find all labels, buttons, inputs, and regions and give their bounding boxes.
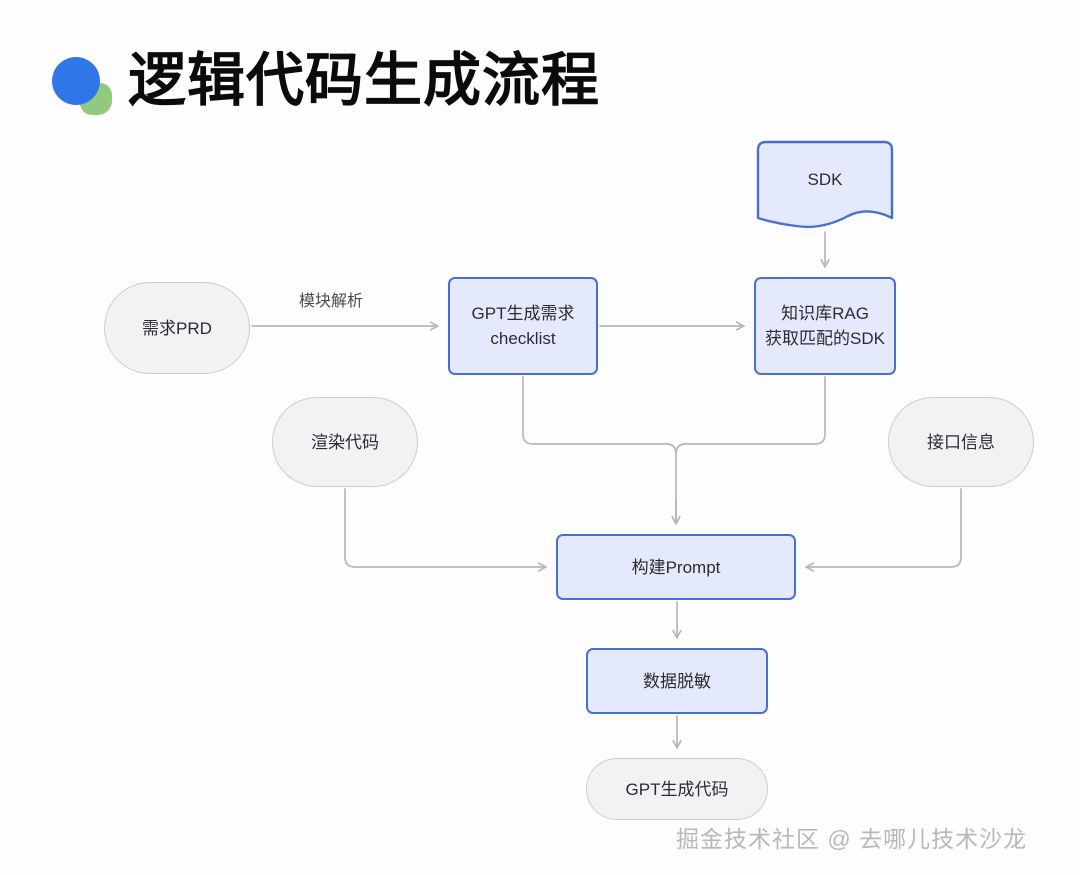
edge-render-to-prompt: [344, 488, 547, 572]
edge-api-to-prompt: [805, 488, 962, 572]
logo-blue-circle: [52, 57, 100, 105]
node-gpt-checklist-label: GPT生成需求 checklist: [471, 304, 575, 348]
watermark: 掘金技术社区 @ 去哪儿技术沙龙: [676, 826, 1028, 852]
node-build-prompt[interactable]: 构建Prompt: [556, 534, 796, 600]
slide-header: 逻辑代码生成流程: [0, 0, 1080, 140]
node-prd-label: 需求PRD: [142, 318, 212, 338]
node-gpt-checklist[interactable]: GPT生成需求 checklist: [448, 277, 598, 375]
node-gpt-generate-code[interactable]: GPT生成代码: [586, 758, 768, 820]
node-knowledge-rag[interactable]: 知识库RAG 获取匹配的SDK: [754, 277, 896, 375]
edge-checklist-to-prompt: [522, 376, 677, 525]
edge-label-module-parse: 模块解析: [299, 293, 364, 310]
node-data-desensitization-label: 数据脱敏: [643, 671, 711, 691]
node-api-info-label: 接口信息: [927, 432, 995, 452]
page-title: 逻辑代码生成流程: [128, 48, 601, 113]
node-prd[interactable]: 需求PRD: [104, 282, 250, 374]
node-render-code-label: 渲染代码: [311, 432, 379, 452]
node-sdk-label: SDK: [807, 169, 843, 189]
node-render-code[interactable]: 渲染代码: [272, 397, 418, 487]
edge-rag-to-prompt: [675, 376, 826, 455]
node-api-info[interactable]: 接口信息: [888, 397, 1034, 487]
node-data-desensitization[interactable]: 数据脱敏: [586, 648, 768, 714]
document-shape-icon: [756, 140, 894, 229]
node-gpt-generate-code-label: GPT生成代码: [625, 779, 729, 799]
node-build-prompt-label: 构建Prompt: [631, 557, 721, 577]
node-sdk[interactable]: SDK: [750, 140, 900, 234]
node-knowledge-rag-label: 知识库RAG 获取匹配的SDK: [765, 304, 885, 348]
brand-logo-icon: [52, 55, 114, 117]
